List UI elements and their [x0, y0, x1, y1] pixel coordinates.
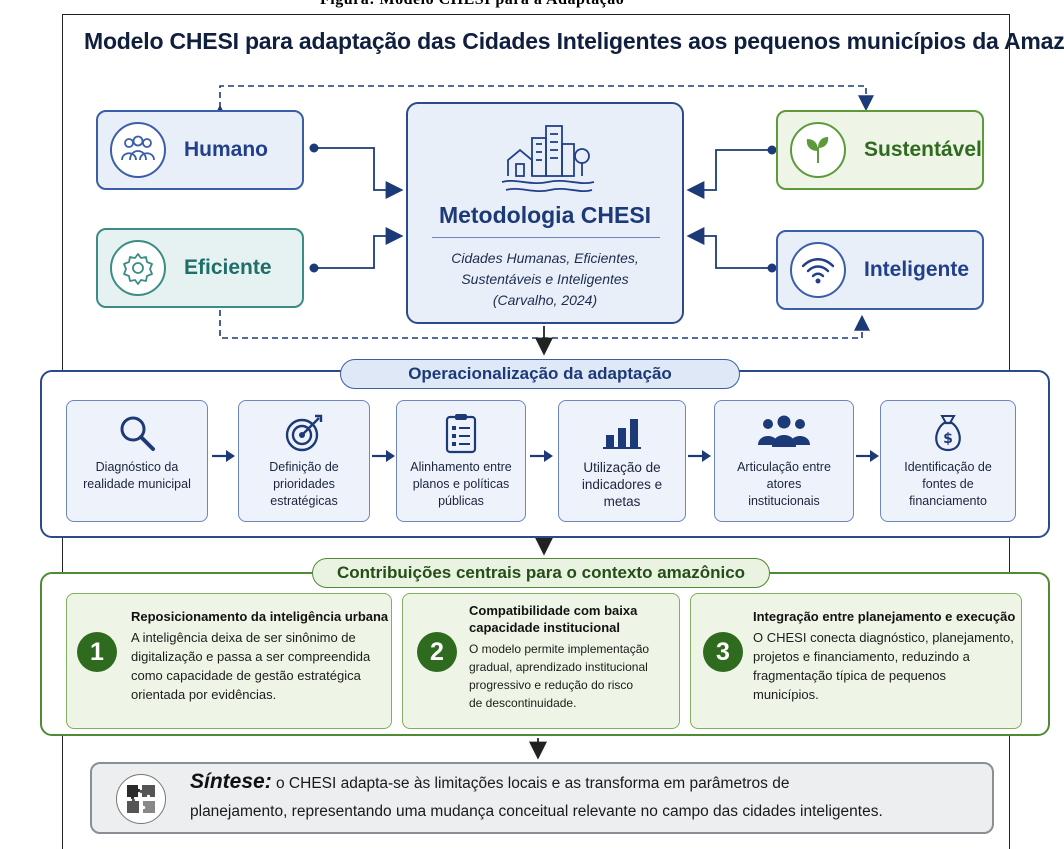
step-line: planos e políticas	[412, 477, 510, 491]
step-line: Alinhamento entre	[410, 460, 512, 474]
contribution-card-3: 3 Integração entre planejamento e execuç…	[690, 593, 1022, 729]
step-arrow-icon	[688, 450, 711, 462]
center-subtitle-line: Sustentáveis e Inteligentes	[461, 271, 629, 287]
card-title-line: Compatibilidade com baixa	[469, 603, 638, 618]
step-line: públicas	[438, 494, 484, 508]
card-number: 2	[417, 632, 457, 672]
center-divider	[432, 237, 660, 238]
step-text: Articulação entre atores institucionais	[717, 459, 851, 510]
step-line: institucionais	[748, 494, 820, 508]
sintese-text: Síntese: o CHESI adapta-se às limitações…	[190, 768, 970, 826]
step-text: Utilização de indicadores e metas	[561, 459, 683, 510]
contribuicoes-title: Contribuições centrais para o contexto a…	[312, 558, 770, 588]
card-body-line: fragmentação típica de pequenos	[753, 668, 946, 683]
step-arrow-icon	[530, 450, 553, 462]
pillar-inteligente-label: Inteligente	[864, 258, 970, 281]
money-bag-icon: $	[881, 411, 1015, 455]
operacionalizacao-title: Operacionalização da adaptação	[340, 359, 740, 389]
step-line: Utilização de	[583, 460, 661, 475]
step-line: Identificação de	[904, 460, 992, 474]
step-arrow-icon	[856, 450, 879, 462]
step-line: Definição de	[269, 460, 339, 474]
card-number: 3	[703, 632, 743, 672]
step-line: atores	[766, 477, 802, 491]
step-articulacao: Articulação entre atores institucionais	[714, 400, 854, 522]
bar-chart-icon	[559, 411, 685, 455]
card-body-line: municípios.	[753, 687, 819, 702]
pillar-inteligente: Inteligente	[776, 230, 984, 310]
card-title: Reposicionamento da inteligência urbana	[131, 609, 389, 624]
step-arrow-icon	[372, 450, 395, 462]
card-title-line: capacidade institucional	[469, 620, 620, 635]
step-text: Identificação de fontes de financiamento	[883, 459, 1013, 510]
card-body-line: gradual, aprendizado institucional	[469, 660, 648, 674]
step-line: estratégicas	[270, 494, 338, 508]
contribution-card-2: 2 Compatibilidade com baixa capacidade i…	[402, 593, 680, 729]
step-line: indicadores e	[581, 477, 663, 492]
center-methodology-box: Metodologia CHESI Cidades Humanas, Efici…	[406, 102, 684, 324]
clipboard-icon	[397, 411, 525, 455]
card-body-line: O modelo permite implementação	[469, 642, 650, 656]
wifi-icon	[790, 242, 846, 298]
leaf-icon	[790, 122, 846, 178]
page-title: Modelo CHESI para adaptação das Cidades …	[84, 28, 1064, 54]
step-line: Diagnóstico da	[95, 460, 179, 474]
center-title: Metodologia CHESI	[438, 202, 652, 228]
pillar-eficiente: Eficiente	[96, 228, 304, 308]
step-line: metas	[603, 494, 641, 509]
puzzle-icon	[116, 774, 166, 824]
card-body-line: orientada por evidências.	[131, 687, 277, 702]
sintese-label: Síntese:	[190, 770, 272, 793]
people-outline-icon	[110, 122, 166, 178]
step-indicadores: Utilização de indicadores e metas	[558, 400, 686, 522]
step-prioridades: Definição de prioridades estratégicas	[238, 400, 370, 522]
card-body-line: A inteligência deixa de ser sinônimo de	[131, 630, 356, 645]
step-text: Alinhamento entre planos e políticas púb…	[399, 459, 523, 510]
sintese-line-2: planejamento, representando uma mudança …	[190, 803, 883, 820]
card-body-line: progressivo e redução do risco	[469, 678, 634, 692]
pillar-humano-label: Humano	[184, 138, 268, 161]
contribution-card-1: 1 Reposicionamento da inteligência urban…	[66, 593, 392, 729]
search-icon	[67, 411, 207, 455]
step-line: Articulação entre	[737, 460, 831, 474]
step-financiamento: $ Identificação de fontes de financiamen…	[880, 400, 1016, 522]
step-arrow-icon	[212, 450, 235, 462]
people-icon	[715, 411, 853, 455]
card-title: Compatibilidade com baixa capacidade ins…	[469, 602, 637, 636]
step-text: Definição de prioridades estratégicas	[241, 459, 367, 510]
center-subtitle: Cidades Humanas, Eficientes, Sustentávei…	[408, 248, 682, 311]
step-line: financiamento	[909, 494, 987, 508]
step-line: prioridades	[273, 477, 335, 491]
pillar-humano: Humano	[96, 110, 304, 190]
target-icon	[239, 411, 369, 455]
pillar-eficiente-label: Eficiente	[184, 256, 272, 279]
sintese-line-1-text: o CHESI adapta-se às limitações locais e…	[271, 775, 790, 792]
step-alinhamento: Alinhamento entre planos e políticas púb…	[396, 400, 526, 522]
svg-text:$: $	[943, 431, 953, 447]
card-body-line: O CHESI conecta diagnóstico, planejament…	[753, 630, 1014, 645]
card-title: Integração entre planejamento e execução	[753, 609, 1016, 624]
card-body: O CHESI conecta diagnóstico, planejament…	[753, 628, 1014, 704]
step-line: realidade municipal	[83, 477, 191, 491]
card-body-line: como capacidade de gestão estratégica	[131, 668, 361, 683]
card-body-line: projetos e financiamento, reduzindo a	[753, 649, 970, 664]
card-body-line: de descontinuidade.	[469, 696, 577, 710]
card-body: A inteligência deixa de ser sinônimo de …	[131, 628, 370, 704]
sintese-box: Síntese: o CHESI adapta-se às limitações…	[90, 762, 994, 834]
card-body-line: digitalização e passa a ser compreendida	[131, 649, 371, 664]
center-subtitle-line: Cidades Humanas, Eficientes,	[451, 250, 639, 266]
step-diagnostico: Diagnóstico da realidade municipal	[66, 400, 208, 522]
pillar-sustentavel-label: Sustentável	[864, 138, 982, 161]
center-subtitle-line: (Carvalho, 2024)	[492, 292, 598, 308]
city-icon	[501, 125, 595, 193]
pillar-sustentavel: Sustentável	[776, 110, 984, 190]
card-number: 1	[77, 632, 117, 672]
gear-icon	[110, 240, 166, 296]
cut-header-text: Figura: Modelo CHESI para a Adaptação	[320, 0, 624, 9]
sintese-line-1: Síntese: o CHESI adapta-se às limitações…	[190, 768, 970, 798]
cut-header-strip: Figura: Modelo CHESI para a Adaptação	[0, 0, 1064, 12]
step-text: Diagnóstico da realidade municipal	[69, 459, 205, 493]
card-body: O modelo permite implementação gradual, …	[469, 640, 649, 712]
step-line: fontes de	[922, 477, 974, 491]
